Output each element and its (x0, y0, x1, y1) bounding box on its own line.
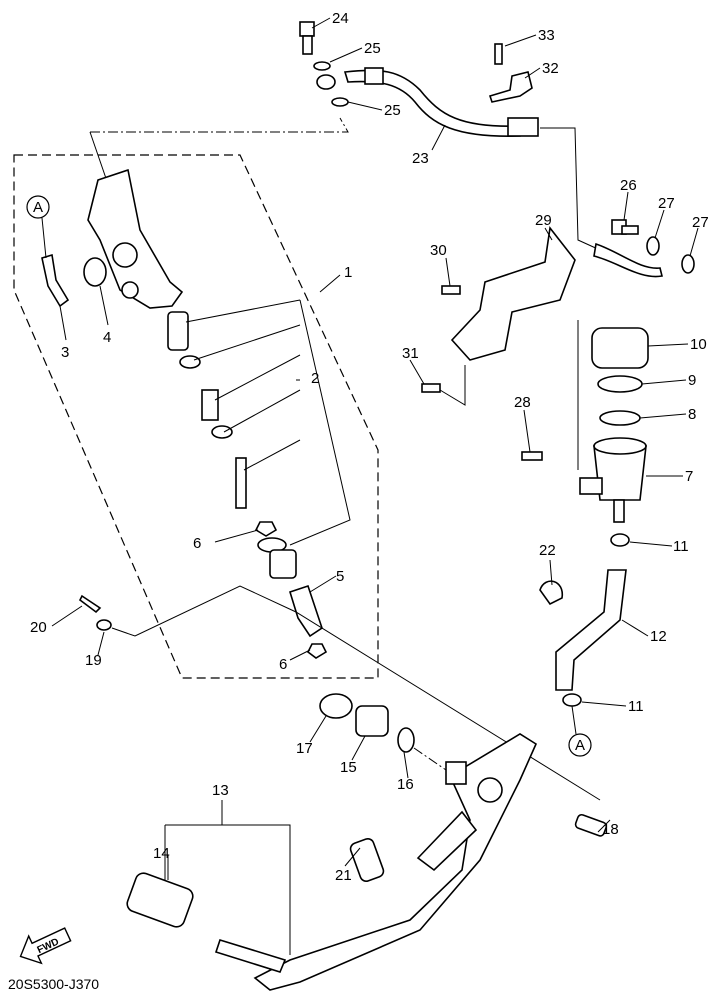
hose-clip (610, 533, 630, 547)
collar (355, 705, 389, 737)
reservoir-hose (593, 242, 663, 278)
callout-6: 6 (279, 656, 287, 673)
callout-14: 14 (153, 845, 170, 862)
callout-30: 30 (430, 242, 447, 259)
callout-16: 16 (397, 776, 414, 793)
callout-labels: 24 25 25 33 32 23 26 27 27 29 30 1 2 31 … (30, 10, 709, 884)
master-cylinder-body (87, 168, 184, 309)
screw (494, 43, 503, 65)
callout-4: 4 (103, 329, 111, 346)
callout-12: 12 (650, 628, 667, 645)
cup (179, 355, 201, 369)
callout-25: 25 (384, 102, 401, 119)
diaphragm-plate (597, 375, 643, 393)
piston (201, 389, 219, 421)
callout-26: 26 (620, 177, 637, 194)
pedal-pivot (477, 777, 503, 803)
callout-18: 18 (602, 821, 619, 838)
callout-17: 17 (296, 740, 313, 757)
callout-25: 25 (364, 40, 381, 57)
union-bolt-shaft (302, 35, 313, 55)
callout-24: 24 (332, 10, 349, 27)
diagram-code: 20S5300-J370 (8, 976, 99, 992)
callout-19: 19 (85, 652, 102, 669)
pin (574, 813, 608, 837)
cup (211, 425, 233, 439)
cylinder-port (121, 281, 139, 299)
bolt (421, 383, 441, 393)
callout-27: 27 (658, 195, 675, 212)
bolt (441, 285, 461, 295)
callout-31: 31 (402, 345, 419, 362)
pedal-arm (214, 939, 287, 973)
brake-pedal (253, 733, 538, 991)
reservoir-hose (555, 569, 627, 691)
nut (306, 643, 328, 659)
spring-bracket (416, 810, 478, 872)
pivot-bolt (319, 693, 353, 719)
reservoir-cap (591, 327, 649, 369)
callout-15: 15 (340, 759, 357, 776)
cotter-pin (78, 594, 102, 614)
o-ring (397, 727, 415, 753)
nut (254, 521, 278, 537)
callout-29: 29 (535, 212, 552, 229)
copper-washer (681, 254, 695, 274)
callout-13: 13 (212, 782, 229, 799)
callout-8: 8 (688, 406, 696, 423)
pedal-footrest-rubber (126, 872, 194, 928)
diaphragm (599, 410, 641, 426)
callout-27: 27 (692, 214, 709, 231)
callout-33: 33 (538, 27, 555, 44)
callout-3: 3 (61, 344, 69, 361)
reference-marker-a: A (26, 195, 50, 259)
callout-2: 2 (311, 370, 319, 387)
fwd-arrow-icon: FWD (19, 927, 72, 965)
callout-5: 5 (336, 568, 344, 585)
copper-washer (331, 97, 349, 107)
callout-1: 1 (344, 264, 352, 281)
hose-clamp (488, 71, 533, 103)
callout-23: 23 (412, 150, 429, 167)
callout-11: 11 (628, 698, 644, 715)
cylinder-port (112, 242, 138, 268)
callout-9: 9 (688, 372, 696, 389)
washer (96, 619, 112, 631)
callout-11: 11 (673, 538, 689, 555)
svg-text:A: A (575, 737, 585, 754)
banjo-fitting (316, 74, 336, 90)
hose-fitting (507, 117, 539, 137)
hose-joint (41, 253, 70, 308)
pivot-bushing (445, 761, 467, 785)
reservoir-nozzle (613, 499, 625, 523)
callout-6: 6 (193, 535, 201, 552)
union-bolt-shaft (621, 225, 639, 235)
push-rod (235, 457, 247, 509)
callout-10: 10 (690, 336, 707, 353)
copper-washer (646, 236, 660, 256)
callout-22: 22 (539, 542, 556, 559)
callout-28: 28 (514, 394, 531, 411)
boot (269, 549, 297, 579)
hose-fitting (364, 67, 384, 85)
grommet (83, 257, 107, 287)
reservoir-bracket (579, 477, 603, 495)
return-spring (349, 837, 385, 883)
callout-7: 7 (685, 468, 693, 485)
svg-text:A: A (33, 199, 43, 216)
master-cylinder-group-outline (13, 154, 379, 679)
callout-21: 21 (335, 867, 352, 884)
bracket (450, 226, 576, 361)
bolt (521, 451, 543, 461)
hose-clamp (539, 580, 563, 606)
hose-clip (562, 693, 582, 707)
reservoir-rim (593, 437, 647, 455)
callout-32: 32 (542, 60, 559, 77)
union-bolt (299, 21, 315, 37)
spring (167, 311, 189, 351)
reference-marker-a: A (568, 705, 592, 757)
copper-washer (313, 61, 331, 71)
callout-20: 20 (30, 619, 47, 636)
